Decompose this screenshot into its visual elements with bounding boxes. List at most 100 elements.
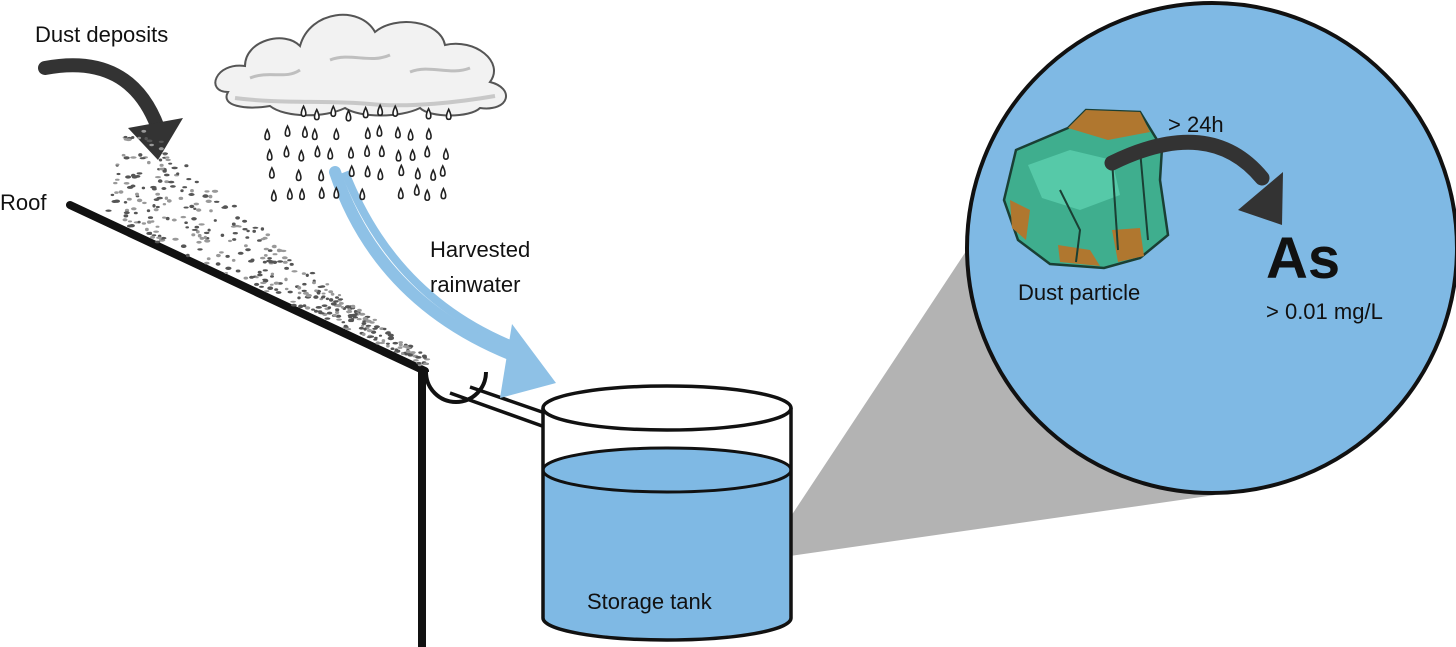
- dust-speck: [168, 162, 173, 165]
- dust-speck: [324, 288, 328, 291]
- dust-speck: [148, 231, 153, 235]
- release-arrow: [1104, 134, 1283, 225]
- rain-drop-icon: [442, 147, 449, 160]
- dust-speck: [164, 196, 169, 200]
- dust-speck: [127, 220, 133, 223]
- dust-speck: [244, 244, 248, 248]
- dust-speck: [287, 259, 292, 262]
- dust-speck: [271, 245, 276, 248]
- dust-speck: [268, 260, 275, 264]
- dust-speck: [363, 316, 368, 320]
- dust-speck: [314, 309, 318, 313]
- rain-drop-icon: [313, 107, 320, 121]
- dust-speck: [267, 286, 274, 291]
- dust-speck: [418, 351, 423, 354]
- dust-speck: [204, 239, 211, 243]
- dust-speck: [162, 169, 167, 173]
- dust-speck: [305, 273, 309, 277]
- harvested-rainwater-label-line1: Harvested: [430, 237, 530, 262]
- dust-speck: [281, 256, 288, 260]
- dust-speck: [123, 201, 128, 204]
- rain-drop-icon: [376, 124, 383, 137]
- rain-drop-icon: [362, 105, 369, 119]
- dust-speck: [302, 282, 307, 286]
- dust-speck: [275, 281, 280, 284]
- dust-speck: [180, 215, 187, 219]
- dust-speck: [225, 266, 232, 270]
- dust-speck: [133, 211, 138, 215]
- dust-speck: [123, 156, 130, 160]
- dust-deposits-label: Dust deposits: [35, 22, 168, 47]
- dust-speck: [178, 196, 184, 200]
- rain-drop-icon: [445, 107, 452, 121]
- dust-speck: [231, 258, 236, 262]
- dust-speck: [172, 237, 179, 241]
- arsenic-label: As: [1266, 226, 1340, 291]
- rain-drop-icon: [409, 148, 416, 161]
- rain-drop-icon: [378, 144, 385, 158]
- dust-speck: [126, 197, 132, 201]
- dust-speck: [284, 277, 288, 282]
- cloud-icon: [214, 13, 507, 117]
- dust-speck: [235, 216, 241, 220]
- dust-speck: [220, 233, 225, 237]
- dust-speck: [171, 166, 178, 170]
- dust-speck: [332, 313, 337, 317]
- rain-drop-icon: [439, 164, 446, 177]
- rain-drop-icon: [300, 104, 307, 118]
- dust-speck: [314, 289, 318, 293]
- dust-speck: [141, 129, 147, 133]
- roof-line: [66, 201, 429, 375]
- rain-drop-icon: [407, 128, 414, 141]
- dust-speck: [158, 147, 164, 151]
- dust-speck: [265, 233, 271, 237]
- dust-speck: [165, 158, 171, 162]
- dust-speck: [105, 209, 112, 212]
- dust-speck: [330, 292, 335, 296]
- dust-speck: [408, 353, 413, 357]
- dust-speck: [228, 239, 232, 243]
- dust-speck: [190, 189, 194, 193]
- dust-speck: [340, 306, 345, 309]
- dust-speck: [262, 269, 268, 272]
- dust-speck: [277, 260, 284, 263]
- dust-speck: [213, 219, 217, 222]
- storage-tank-label: Storage tank: [587, 589, 713, 614]
- rain-drop-icon: [298, 187, 306, 201]
- dust-speck: [124, 208, 130, 213]
- dust-speck: [398, 343, 403, 347]
- dust-speck: [354, 312, 358, 316]
- dust-speck: [396, 349, 401, 353]
- dust-speck: [242, 228, 248, 231]
- rainwater-flow-arrow: [329, 166, 556, 398]
- dust-speck: [137, 136, 141, 140]
- dust-speck: [372, 318, 377, 321]
- dust-speck: [422, 356, 427, 359]
- dust-speck: [276, 248, 282, 253]
- dust-speck: [136, 172, 143, 175]
- rain-drop-icon: [424, 144, 431, 158]
- dust-speck: [327, 306, 332, 309]
- dust-speck: [262, 260, 267, 264]
- dust-speck: [382, 327, 387, 331]
- dust-speck: [263, 247, 269, 251]
- rain-drop-icon: [425, 127, 432, 140]
- dust-speck: [158, 167, 165, 171]
- dust-speck: [156, 196, 163, 200]
- rain-drop-icon: [327, 147, 334, 160]
- dust-speck: [290, 300, 296, 303]
- dust-speck: [116, 172, 121, 176]
- dust-speck: [335, 304, 342, 308]
- dust-speck: [158, 158, 163, 162]
- dust-speck: [390, 347, 395, 351]
- dust-speck: [131, 136, 135, 139]
- dust-speck: [246, 229, 250, 233]
- rain-drops: [264, 103, 452, 202]
- dust-speck: [125, 138, 132, 142]
- dust-speck: [152, 187, 157, 191]
- dust-speck: [162, 152, 168, 155]
- dust-speck: [197, 233, 202, 238]
- dust-speck: [130, 156, 137, 159]
- dust-speck: [165, 156, 170, 159]
- dust-speck: [289, 262, 294, 266]
